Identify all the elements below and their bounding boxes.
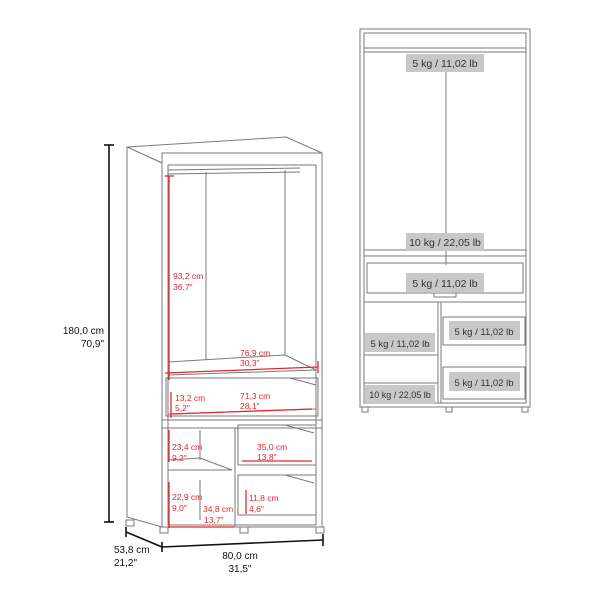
drawing-line: [363, 32, 527, 404]
drawing-line: [365, 333, 435, 352]
left-shelf: [167, 457, 233, 471]
width-in-label: 31,5": [228, 564, 251, 575]
inner-dimensions: 93,2 cm 36,7" 76,9 cm 30,3" 13,2 cm 5,2"…: [164, 175, 319, 528]
top-drawer-load-label: 5 kg / 11,02 lb: [412, 278, 477, 290]
small-drawer-2: [237, 474, 317, 516]
drawing-line: [284, 424, 315, 434]
foot: [239, 526, 249, 534]
drawing-line: [361, 406, 369, 413]
small-drawer-1: [237, 424, 317, 466]
drawing-line: [449, 372, 520, 391]
small-drawer-width-in-label: 13,8": [257, 452, 277, 462]
width-cm-label: 80,0 cm: [222, 551, 258, 562]
depth-in-label: 21,2": [114, 558, 137, 569]
front-frame: [161, 152, 323, 528]
depth-cm-label: 53,8 cm: [114, 545, 150, 556]
drawing-line: [406, 273, 484, 292]
small-drawer-2: [442, 366, 526, 400]
small-drawer-width-cm-label: 35,0 cm: [257, 442, 287, 452]
wardrobe-perspective-drawing: [125, 136, 325, 534]
inner-frame: [167, 164, 317, 526]
drawing-line: [289, 377, 317, 386]
cubby-width-cm-label: 34,8 cm: [203, 504, 233, 514]
wardrobe-front-elevation: 5 kg / 11,02 lb 10 kg / 22,05 lb 5 kg / …: [359, 28, 531, 413]
top-drawer-width-cm-label: 71,3 cm: [240, 391, 270, 401]
outer-frame: [359, 28, 531, 408]
shelf-width-cm-label: 76,9 cm: [240, 348, 270, 358]
right-drawer-2-load-label: 5 kg / 11,02 lb: [455, 378, 514, 389]
drawing-line: [449, 321, 520, 340]
upper-cubby-height-cm-label: 23,4 cm: [172, 442, 202, 452]
drawing-line: [445, 406, 453, 413]
bottom-shelf-load-label: 10 kg / 22,05 lb: [369, 390, 431, 400]
top-drawer: [165, 377, 319, 417]
depth-dimension-line: [125, 531, 163, 548]
drawing-line: [365, 385, 435, 404]
drawing-line: [171, 408, 313, 415]
rod-load-label: 5 kg / 11,02 lb: [412, 58, 477, 70]
top-drawer-height-in-label: 5,2": [175, 403, 190, 413]
upper-cubby-height-in-label: 9,2": [172, 453, 187, 463]
drawing-line: [284, 474, 315, 484]
side-panel: [126, 146, 163, 528]
left-shelf-load-label: 5 kg / 11,02 lb: [371, 339, 430, 350]
top-drawer-height-cm-label: 13,2 cm: [175, 393, 205, 403]
height-cm-label: 180,0 cm: [63, 326, 104, 337]
drawing-line: [406, 54, 484, 72]
height-in-label: 70,9": [81, 339, 104, 350]
hanging-rod: [167, 167, 301, 171]
right-drawer-1-load-label: 5 kg / 11,02 lb: [455, 327, 514, 338]
drawing-line: [164, 366, 319, 374]
hanging-height-in-label: 36,7": [173, 282, 193, 292]
cubby-width-in-label: 13,7": [204, 515, 224, 525]
overall-dimensions: 180,0 cm 70,9" 53,8 cm 21,2" 80,0 cm 31,…: [63, 144, 324, 575]
small-drawer-height-in-label: 4,6": [249, 504, 264, 514]
lower-cubby-height-in-label: 9,0": [172, 503, 187, 513]
lower-cubby-height-cm-label: 22,9 cm: [172, 492, 202, 502]
width-dimension-line: [161, 539, 324, 548]
top-drawer-width-in-label: 28,1": [240, 401, 260, 411]
drawing-line: [433, 292, 457, 298]
shelf-width-in-label: 30,3": [240, 358, 260, 368]
small-drawer-height-cm-label: 11,8 cm: [249, 493, 279, 503]
upper-shelf: [167, 354, 317, 376]
top-shelf-load-label: 10 kg / 22,05 lb: [409, 237, 481, 249]
drawing-line: [406, 233, 484, 251]
drawing-line: [167, 171, 301, 175]
small-drawer-1: [442, 316, 526, 346]
hanging-height-cm-label: 93,2 cm: [173, 271, 203, 281]
foot: [315, 526, 325, 534]
foot: [159, 526, 169, 534]
foot: [125, 519, 135, 527]
drawing-line: [521, 406, 529, 413]
